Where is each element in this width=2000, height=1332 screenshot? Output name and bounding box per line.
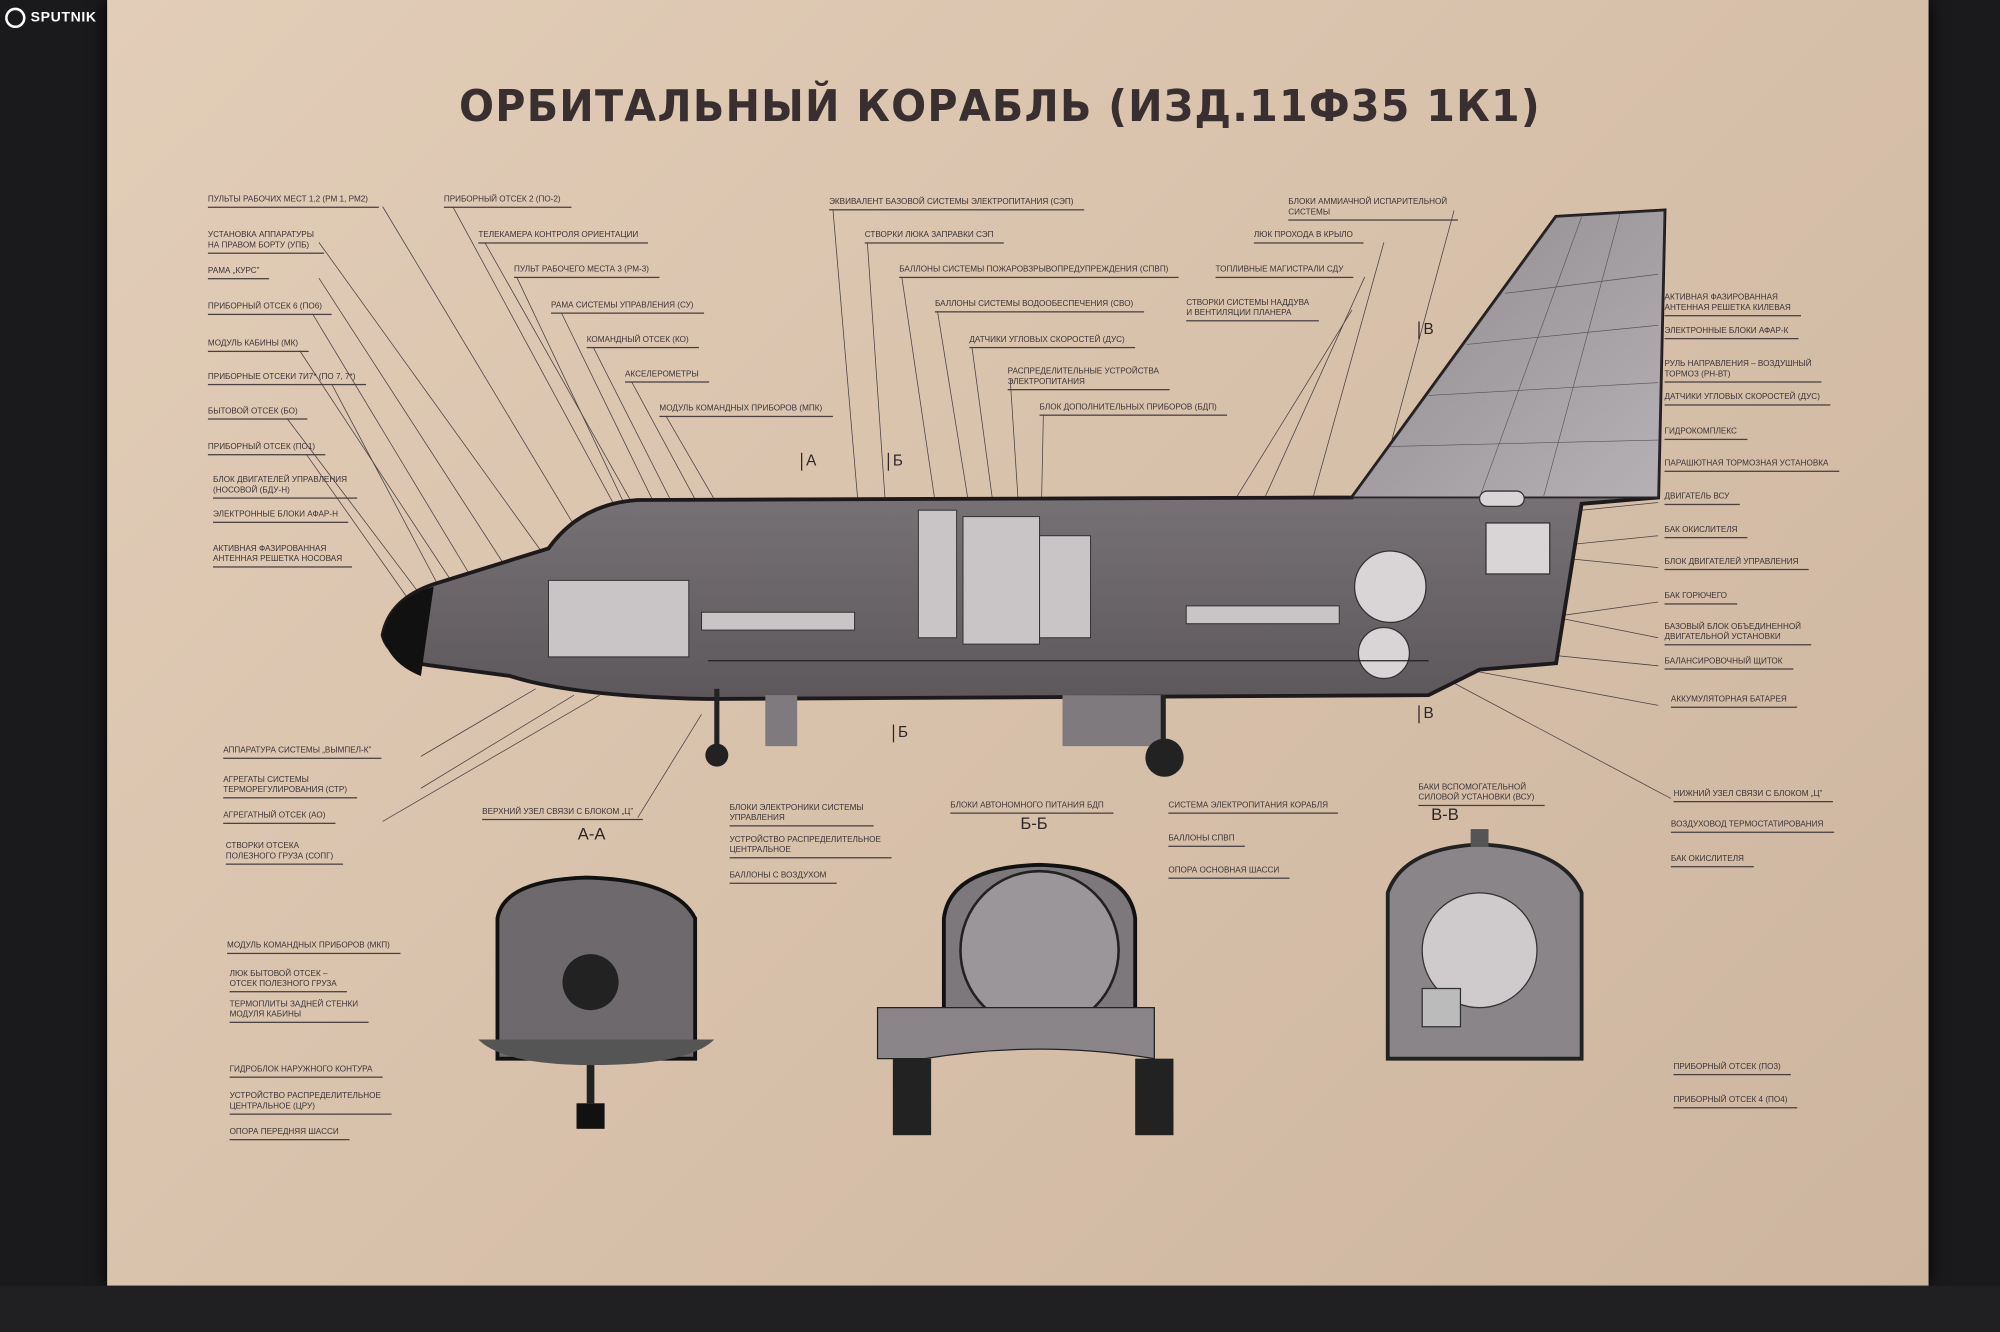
- callout-label-right: БАЛАНСИРОВОЧНЫЙ ЩИТОК: [1664, 657, 1793, 670]
- callout-label-left: ПРИБОРНЫЙ ОТСЕК (ПО1): [207, 443, 326, 456]
- callout-label-section-bb: БАЛЛОНЫ СПВП: [1168, 834, 1245, 847]
- callout-label-left: ПРИБОРНЫЕ ОТСЕКИ 7и7* (ПО 7, 7*): [207, 372, 366, 386]
- cut-marker-v-lower: В: [1418, 705, 1434, 724]
- callout-label-section-aa: ТЕРМОПЛИТЫ ЗАДНЕЙ СТЕНКИ МОДУЛЯ КАБИНЫ: [229, 1000, 369, 1023]
- callout-label-upper-left: ТЕЛЕКАМЕРА КОНТРОЛЯ ОРИЕНТАЦИИ: [478, 231, 649, 244]
- callout-label-section-vv: БАКИ ВСПОМОГАТЕЛЬНОЙ СИЛОВОЙ УСТАНОВКИ (…: [1418, 783, 1545, 807]
- callout-label-section-aa: УСТРОЙСТВО РАСПРЕДЕЛИТЕЛЬНОЕ ЦЕНТРАЛЬНОЕ: [729, 835, 892, 859]
- callout-label-left: РАМА „КУРС”: [207, 267, 270, 280]
- cut-marker-v: В: [1418, 321, 1434, 340]
- fin-grid: [1390, 214, 1659, 498]
- callout-label-section-aa: УСТРОЙСТВО РАСПРЕДЕЛИТЕЛЬНОЕ ЦЕНТРАЛЬНОЕ…: [229, 1092, 392, 1115]
- callout-label-left: БЛОК ДВИГАТЕЛЕЙ УПРАВЛЕНИЯ (НОСОВОЙ (БДУ…: [213, 476, 358, 499]
- callout-label-section-bb: ОПОРА ОСНОВНАЯ ШАССИ: [1168, 866, 1290, 879]
- callout-label-upper-middle: БАЛЛОНЫ СИСТЕМЫ ПОЖАРОВЗРЫВОПРЕДУПРЕЖДЕН…: [899, 265, 1179, 279]
- callout-label-lower: АППАРАТУРА СИСТЕМЫ „ВЫМПЕЛ-К”: [223, 746, 382, 759]
- callout-label-left: МОДУЛЬ КАБИНЫ (МК): [207, 339, 309, 353]
- callout-label-upper-left: АКСЕЛЕРОМЕТРЫ: [624, 370, 709, 383]
- callout-label-upper-middle: БАЛЛОНЫ СИСТЕМЫ ВОДООБЕСПЕЧЕНИЯ (СВО): [934, 300, 1144, 313]
- callout-label-left: ЭЛЕКТРОННЫЕ БЛОКИ АФАР-Н: [213, 510, 349, 523]
- callout-label-upper-middle: ДАТЧИКИ УГЛОВЫХ СКОРОСТЕЙ (ДУС): [969, 335, 1135, 349]
- callout-label-section-vv: БАК ОКИСЛИТЕЛЯ: [1670, 855, 1755, 868]
- callout-label-section-aa: ЛЮК БЫТОВОЙ ОТСЕК – ОТСЕК ПОЛЕЗНОГО ГРУЗ…: [229, 969, 347, 993]
- logo-text: SPUTNIK: [30, 10, 97, 26]
- callout-label-right: БЛОК ДВИГАТЕЛЕЙ УПРАВЛЕНИЯ: [1664, 557, 1809, 571]
- logo-icon: [5, 7, 26, 29]
- callout-label-left: ПРИБОРНЫЙ ОТСЕК 6 (ПО6): [207, 302, 333, 316]
- callout-label-right: БАЗОВЫЙ БЛОК ОБЪЕДИНЕННОЙ ДВИГАТЕЛЬНОЙ У…: [1664, 622, 1812, 646]
- cut-marker-a: А: [801, 452, 816, 471]
- callout-label-right: ПАРАШЮТНАЯ ТОРМОЗНАЯ УСТАНОВКА: [1664, 459, 1839, 472]
- callout-label-lower: НИЖНИЙ УЗЕЛ СВЯЗИ С БЛОКОМ „Ц”: [1673, 790, 1833, 803]
- callout-label-upper-left: РАМА СИСТЕМЫ УПРАВЛЕНИЯ (СУ): [551, 301, 704, 314]
- callout-label-section-vv: ВОЗДУХОВОД ТЕРМОСТАТИРОВАНИЯ: [1670, 820, 1834, 833]
- callout-label-upper-left: КОМАНДНЫЙ ОТСЕК (КО): [586, 335, 699, 349]
- engine-tanks: [1353, 490, 1551, 680]
- callout-label-lower: АГРЕГАТНЫЙ ОТСЕК (АО): [223, 811, 336, 824]
- callout-label-section-vv: ПРИБОРНЫЙ ОТСЕК (ПО3): [1673, 1062, 1791, 1076]
- callout-label-upper-middle: ЭКВИВАЛЕНТ БАЗОВОЙ СИСТЕМЫ ЭЛЕКТРОПИТАНИ…: [829, 198, 1084, 211]
- callout-label-lower: АГРЕГАТЫ СИСТЕМЫ ТЕРМОРЕГУЛИРОВАНИЯ (СТР…: [223, 776, 358, 799]
- callout-label-section-aa: ОПОРА ПЕРЕДНЯЯ ШАССИ: [229, 1128, 349, 1141]
- callout-label-upper-left: ПРИБОРНЫЙ ОТСЕК 2 (ПО-2): [443, 195, 571, 208]
- callout-label-left: АКТИВНАЯ ФАЗИРОВАННАЯ АНТЕННАЯ РЕШЕТКА Н…: [213, 545, 353, 568]
- callout-label-right: БАК ГОРЮЧЕГО: [1664, 592, 1738, 605]
- callout-label-right: АКТИВНАЯ ФАЗИРОВАННАЯ АНТЕННАЯ РЕШЕТКА К…: [1664, 293, 1801, 317]
- callout-label-right: ДВИГАТЕЛЬ ВСУ: [1664, 492, 1740, 506]
- callout-label-left: БЫТОВОЙ ОТСЕК (БО): [207, 407, 308, 420]
- background-edge: [0, 1285, 2000, 1332]
- callout-label-section-aa: СТВОРКИ ОТСЕКА ПОЛЕЗНОГО ГРУЗА (СОПГ): [225, 842, 344, 865]
- callout-label-left: ПУЛЬТЫ РАБОЧИХ МЕСТ 1,2 (РМ 1, РМ2): [207, 195, 379, 208]
- callout-label-right: АККУМУЛЯТОРНАЯ БАТАРЕЯ: [1670, 695, 1798, 708]
- section-title-bb: Б-Б: [1020, 813, 1048, 833]
- sputnik-logo: SPUTNIK: [5, 7, 97, 29]
- callout-label-section-aa: БЛОКИ ЭЛЕКТРОНИКИ СИСТЕМЫ УПРАВЛЕНИЯ: [729, 804, 874, 827]
- callout-label-left: УСТАНОВКА АППАРАТУРЫ НА ПРАВОМ БОРТУ (УП…: [207, 231, 325, 254]
- poster-title: ОРБИТАЛЬНЫЙ КОРАБЛЬ (ИЗД.11Ф35 1К1): [459, 81, 1541, 133]
- callout-label-upper-left: МОДУЛЬ КОМАНДНЫХ ПРИБОРОВ (МПК): [659, 404, 833, 418]
- callout-label-right: БАК ОКИСЛИТЕЛЯ: [1664, 526, 1748, 539]
- callout-label-upper-right: СТВОРКИ СИСТЕМЫ НАДДУВА И ВЕНТИЛЯЦИИ ПЛА…: [1186, 298, 1320, 322]
- callout-label-section-aa: МОДУЛЬ КОМАНДНЫХ ПРИБОРОВ (МКП): [227, 941, 400, 955]
- cut-marker-b-lower: Б: [892, 724, 908, 743]
- callout-label-section-aa: БАЛЛОНЫ С ВОЗДУХОМ: [729, 871, 837, 884]
- callout-label-section-bb: БЛОКИ АВТОНОМНОГО ПИТАНИЯ БДП: [950, 801, 1114, 814]
- callout-label-right: ДАТЧИКИ УГЛОВЫХ СКОРОСТЕЙ (ДУС): [1664, 393, 1831, 406]
- callout-label-upper-middle: БЛОК ДОПОЛНИТЕЛЬНЫХ ПРИБОРОВ (БДП): [1039, 403, 1227, 416]
- callout-label-right: ЭЛЕКТРОННЫЕ БЛОКИ АФАР-К: [1664, 327, 1799, 340]
- callout-label-section-aa: ГИДРОБЛОК НАРУЖНОГО КОНТУРА: [229, 1065, 383, 1078]
- callout-label-right: РУЛЬ НАПРАВЛЕНИЯ – ВОЗДУШНЫЙ ТОРМОЗ (РН-…: [1664, 360, 1822, 383]
- callout-label-upper-right: ТОПЛИВНЫЕ МАГИСТРАЛИ СДУ: [1215, 265, 1354, 279]
- callout-label-upper-middle: РАСПРЕДЕЛИТЕЛЬНЫЕ УСТРОЙСТВА ЭЛЕКТРОПИТА…: [1007, 367, 1170, 391]
- section-title-aa: А-А: [577, 823, 606, 844]
- nose-cap: [382, 586, 434, 677]
- callout-label-upper-middle: СТВОРКИ ЛЮКА ЗАПРАВКИ СЭП: [864, 231, 1004, 244]
- callout-label-section-bb: СИСТЕМА ЭЛЕКТРОПИТАНИЯ КОРАБЛЯ: [1168, 801, 1339, 814]
- callout-label-upper-left: ПУЛЬТ РАБОЧЕГО МЕСТА 3 (РМ-3): [514, 265, 660, 279]
- payload-bay: [547, 509, 1340, 658]
- callout-label-section-vv: ПРИБОРНЫЙ ОТСЕК 4 (ПО4): [1673, 1096, 1798, 1109]
- cut-marker-b: Б: [887, 452, 903, 471]
- callout-label-lower: ВЕРХНИЙ УЗЕЛ СВЯЗИ С БЛОКОМ „Ц”: [482, 807, 644, 821]
- fuselage: [380, 208, 1667, 701]
- callout-label-upper-right: БЛОКИ АММИАЧНОЙ ИСПАРИТЕЛЬНОЙ СИСТЕМЫ: [1288, 198, 1458, 221]
- tail-fin: [1350, 209, 1666, 499]
- landing-gear: [705, 688, 1184, 777]
- section-title-vv: В-В: [1431, 804, 1459, 824]
- callout-label-upper-right: ЛЮК ПРОХОДА В КРЫЛО: [1253, 231, 1364, 244]
- callout-label-right: ГИДРОКОМПЛЕКС: [1664, 427, 1748, 441]
